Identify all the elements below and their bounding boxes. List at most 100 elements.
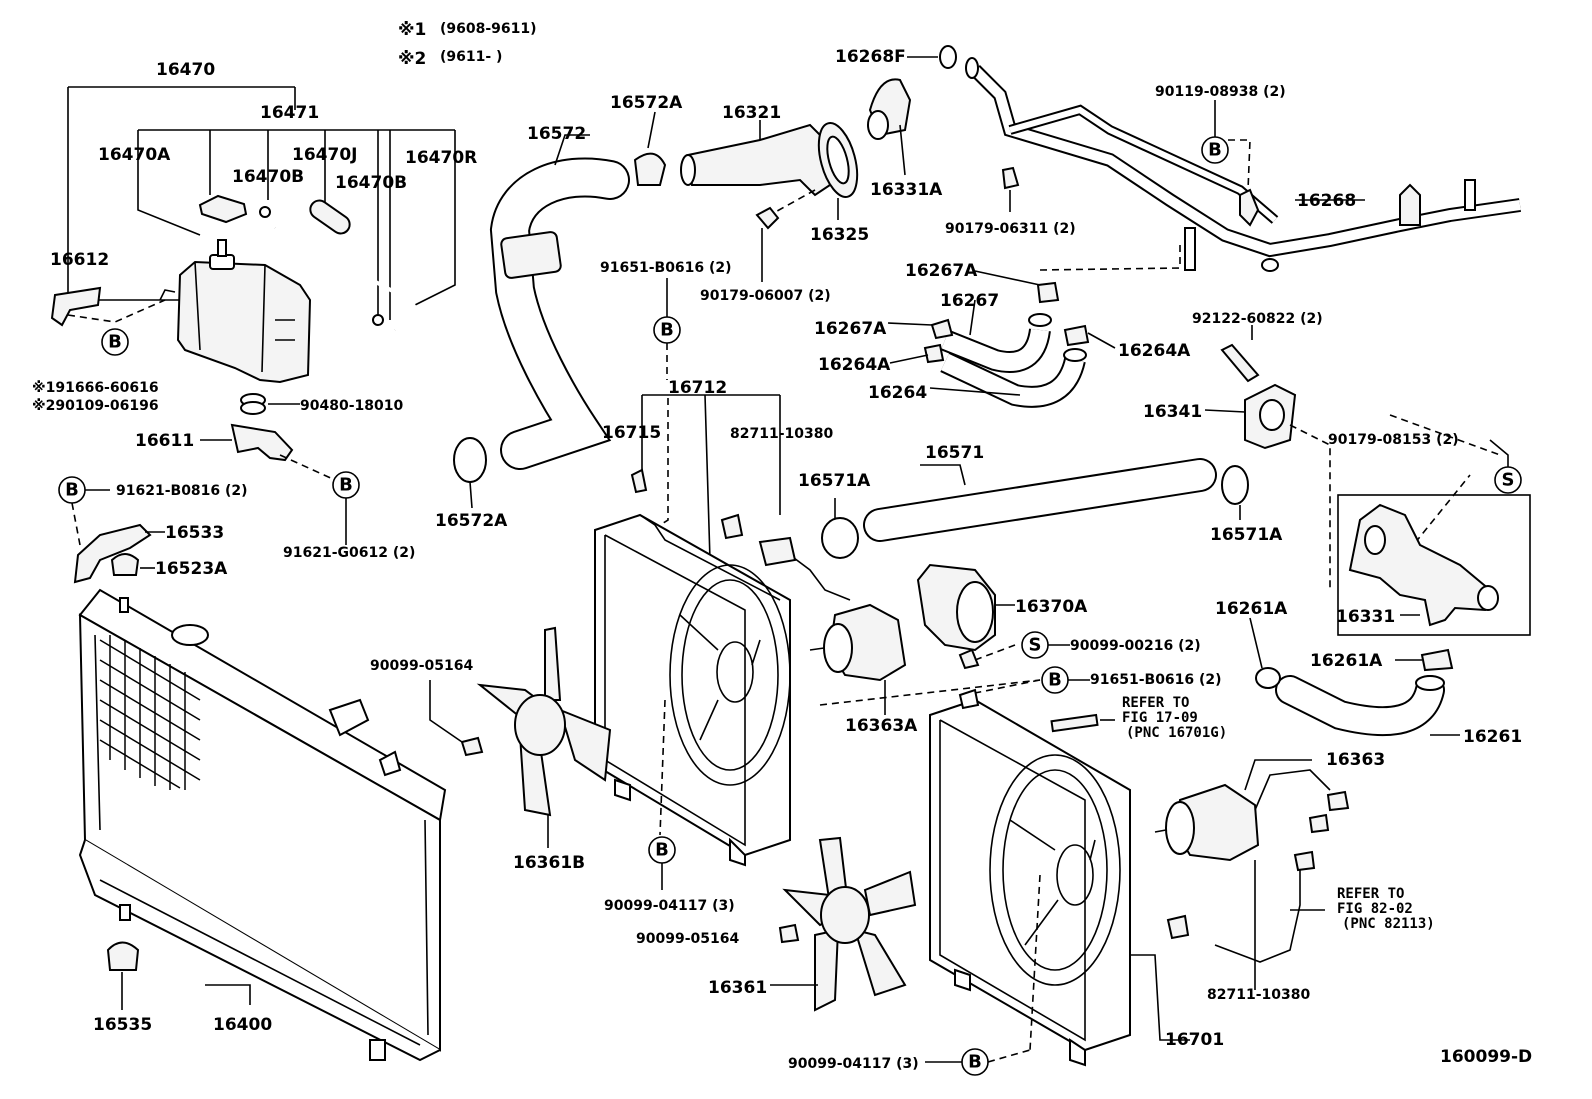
marker-b-label: B (1048, 670, 1062, 691)
marker-b-label: B (108, 332, 122, 353)
callout-16471: 16471 (260, 103, 319, 123)
callout-16470: 16470 (156, 60, 215, 80)
callout-16535: 16535 (93, 1015, 152, 1035)
clip-16267a (1036, 281, 1060, 304)
callout-91621-b0816: 91621-B0816 (2) (116, 483, 248, 499)
callout-16470a: 16470A (98, 145, 171, 165)
marker-b-label: B (65, 480, 79, 501)
label-plate (1050, 713, 1099, 733)
note1-mark: ※1 (398, 20, 426, 40)
callout-16572a-top: 16572A (610, 93, 683, 113)
callout-16268f: 16268F (835, 47, 906, 67)
callout-16370a: 16370A (1015, 597, 1088, 617)
inlet-detail-box (1337, 494, 1531, 636)
cap-nipple (217, 239, 227, 257)
callout-16341: 16341 (1143, 402, 1202, 422)
diagram-id: 160099-D (1440, 1047, 1532, 1067)
callout-90179-06311: 90179-06311 (2) (945, 221, 1076, 237)
callout-16361: 16361 (708, 978, 767, 998)
nut-90099-05164 (460, 736, 484, 757)
callout-90179-06007: 90179-06007 (2) (700, 288, 831, 304)
shroud-frame-right (929, 698, 1131, 1052)
outlet-16321 (686, 123, 832, 197)
refer-note-1-line-1: REFER TO (1122, 695, 1189, 711)
callout-91651-b0616-top: 91651-B0616 (2) (600, 260, 732, 276)
radiator-cap (171, 624, 209, 646)
callout-16261a-1: 16261A (1215, 599, 1288, 619)
callout-90099-05164-bottom: 90099-05164 (636, 931, 739, 947)
o-ring-16268f (939, 45, 957, 69)
bracket-16533 (73, 523, 152, 584)
fan-shroud-left: S B B (429, 278, 1070, 890)
callout-16523a: 16523A (155, 559, 228, 579)
bracket-16612 (50, 286, 102, 327)
callout-90099-04117-bottom: 90099-04117 (3) (788, 1056, 919, 1072)
callout-92122-60822: 92122-60822 (2) (1192, 311, 1323, 327)
clip-16715 (630, 468, 648, 494)
bolt (755, 206, 780, 230)
callout-16470b-2: 16470B (335, 173, 407, 193)
callout-16264a-1: 16264A (818, 355, 891, 375)
callout-90099-00216: 90099-00216 (2) (1070, 638, 1201, 654)
refer-note-1-line-2: FIG 17-09 (1122, 710, 1198, 726)
callout-16701: 16701 (1165, 1030, 1224, 1050)
upper-hose (453, 111, 667, 509)
callout-16363a: 16363A (845, 716, 918, 736)
lower-hose (821, 458, 1217, 559)
callout-16400: 16400 (213, 1015, 272, 1035)
callout-16267: 16267 (940, 291, 999, 311)
radiator (78, 588, 447, 1062)
marker-b-label: B (660, 320, 674, 341)
callout-16331a: 16331A (870, 180, 943, 200)
marker-s-label: S (1029, 635, 1042, 656)
reservoir-cap (209, 254, 235, 270)
inlet-neck (328, 698, 370, 737)
shroud-ring (669, 564, 791, 786)
callout-90099-05164-top: 90099-05164 (370, 658, 473, 674)
clip-16261a (1255, 667, 1281, 689)
clamp-16572a (633, 152, 667, 186)
callout-16572a-bottom: 16572A (435, 511, 508, 531)
callout-82711-10380-bottom: 82711-10380 (1207, 987, 1310, 1003)
callout-16268: 16268 (1297, 191, 1356, 211)
hose-sleeve (500, 231, 562, 279)
note2-range: (9611- ) (440, 49, 502, 65)
bracket-16611 (230, 423, 294, 462)
callout-16321: 16321 (722, 103, 781, 123)
marker-s-label: S (1502, 470, 1515, 491)
cushion-16523a (110, 553, 140, 576)
hose-16470j (309, 199, 351, 235)
callout-91666-60616: ※191666-60616 (32, 380, 159, 396)
callout-91651-b0616-mid: 91651-B0616 (2) (1090, 672, 1222, 688)
hose-clip (372, 314, 384, 326)
fan-16361b (514, 694, 566, 756)
shroud-frame (594, 513, 791, 857)
callout-16470j: 16470J (292, 145, 357, 165)
marker-b (101, 328, 129, 356)
refer-note-1-line-3: (PNC 16701G) (1126, 725, 1227, 741)
callout-16267a-1: 16267A (905, 261, 978, 281)
nut (1001, 166, 1020, 190)
callout-16363: 16363 (1326, 750, 1385, 770)
shroud-ring-right (989, 754, 1121, 986)
callout-16533: 16533 (165, 523, 224, 543)
callout-16571a-1: 16571A (798, 471, 871, 491)
callout-16261: 16261 (1463, 727, 1522, 747)
callout-90480-18010: 90480-18010 (300, 398, 403, 414)
legend: ※1 (9608-9611) ※2 (9611- ) (398, 20, 537, 69)
callout-16264: 16264 (868, 383, 927, 403)
callout-16712: 16712 (668, 378, 727, 398)
clip (259, 206, 271, 218)
note2-mark: ※2 (398, 49, 426, 69)
callout-90179-08153: 90179-08153 (2) (1328, 432, 1459, 448)
connector (758, 536, 797, 567)
callout-16325: 16325 (810, 225, 869, 245)
callout-16361b: 16361B (513, 853, 585, 873)
marker-b-label: B (655, 840, 669, 861)
water-outlet (680, 45, 957, 282)
callout-16264a-2: 16264A (1118, 341, 1191, 361)
marker-b-label: B (1208, 140, 1222, 161)
callout-16267a-2: 16267A (814, 319, 887, 339)
